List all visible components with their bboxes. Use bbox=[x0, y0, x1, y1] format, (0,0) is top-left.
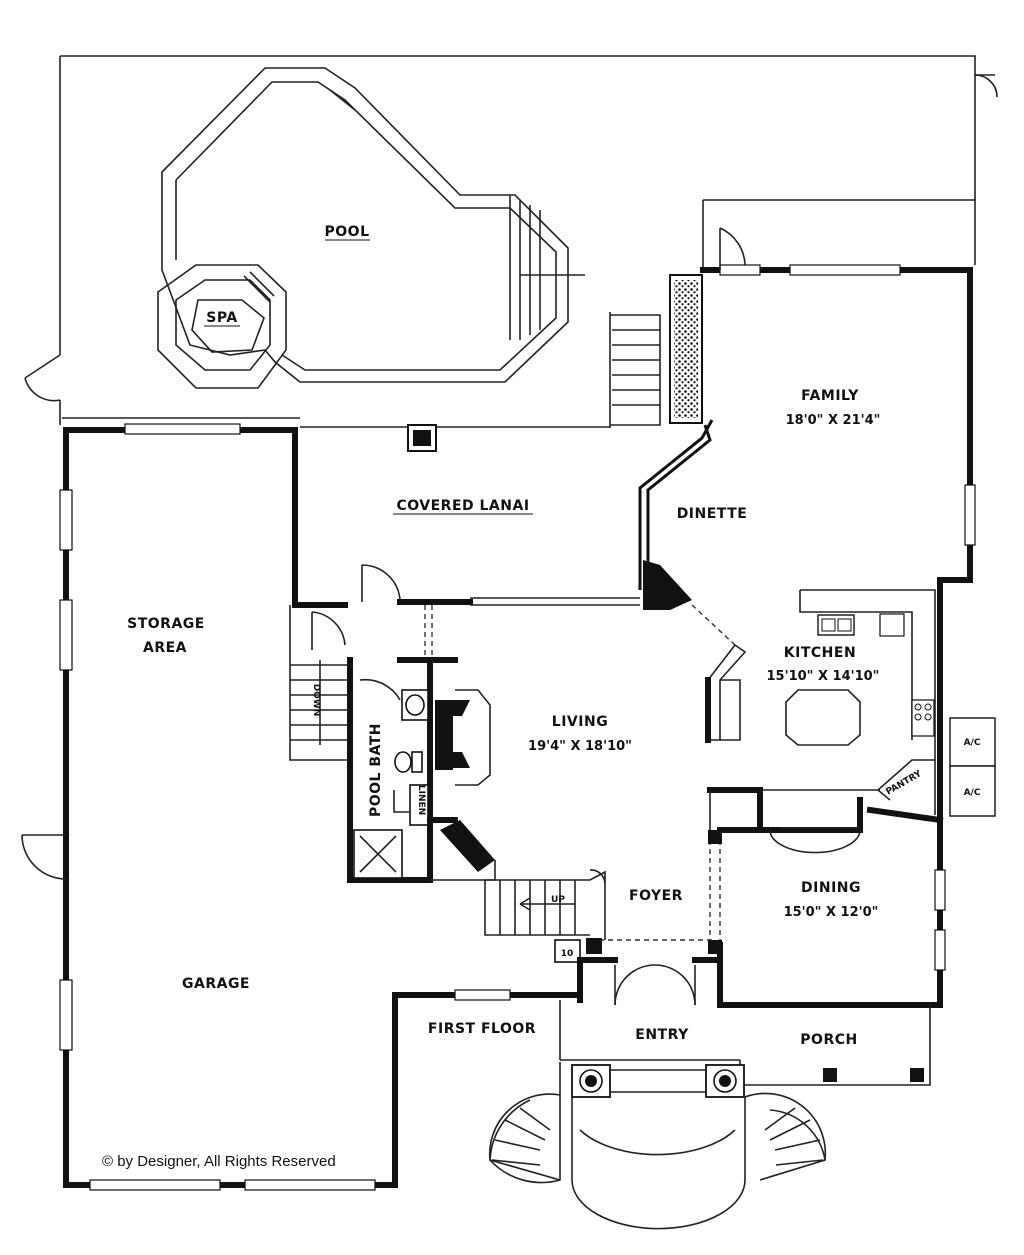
pool-bath-label: POOL BATH bbox=[368, 723, 384, 817]
foyer-label: FOYER bbox=[629, 888, 683, 904]
ac-label-2: A/C bbox=[964, 788, 981, 798]
family-dimensions: 18'0" X 21'4" bbox=[786, 413, 881, 428]
dining bbox=[708, 827, 861, 954]
fireplace bbox=[427, 689, 496, 881]
storage-label-line1: STORAGE bbox=[127, 616, 205, 632]
ac-label-1: A/C bbox=[964, 738, 981, 748]
ac-units bbox=[949, 717, 996, 817]
planter bbox=[669, 274, 703, 424]
dining-label: DINING bbox=[801, 880, 861, 896]
entry-porch bbox=[488, 957, 931, 1230]
dinette-label: DINETTE bbox=[677, 506, 748, 522]
pool-label: POOL bbox=[325, 224, 370, 240]
covered-lanai-label: COVERED LANAI bbox=[396, 498, 529, 514]
stairs-down bbox=[289, 605, 350, 761]
foyer-closet bbox=[554, 938, 602, 963]
living-label: LIVING bbox=[552, 714, 608, 730]
garage-side-door bbox=[21, 834, 67, 880]
yard-fence bbox=[24, 55, 998, 425]
up-label: UP bbox=[551, 895, 565, 905]
stairs-up bbox=[484, 869, 715, 941]
exterior-walls bbox=[63, 267, 973, 1188]
lanai-door bbox=[361, 564, 401, 602]
kitchen-label: KITCHEN bbox=[784, 645, 856, 661]
pool-bath bbox=[347, 657, 458, 883]
first-floor-label: FIRST FLOOR bbox=[428, 1021, 536, 1037]
family-label: FAMILY bbox=[801, 388, 859, 404]
linen-label: LINEN bbox=[416, 785, 426, 815]
pantry-label: PANTRY bbox=[884, 769, 924, 798]
storage-label-line2: AREA bbox=[143, 640, 187, 656]
garage-windows bbox=[59, 264, 976, 1191]
lanai-steps bbox=[609, 312, 661, 428]
copyright-notice: © by Designer, All Rights Reserved bbox=[102, 1153, 336, 1170]
family-door bbox=[719, 227, 746, 270]
porch-label: PORCH bbox=[800, 1032, 857, 1048]
living-dimensions: 19'4" X 18'10" bbox=[528, 739, 632, 754]
entry-label: ENTRY bbox=[635, 1027, 689, 1043]
pool bbox=[157, 67, 585, 389]
down-label: DOWN bbox=[311, 684, 321, 717]
kitchen-dimensions: 15'10" X 14'10" bbox=[767, 669, 880, 684]
kitchen-divider bbox=[643, 560, 747, 743]
kitchen bbox=[707, 589, 944, 833]
dining-dimensions: 15'0" X 12'0" bbox=[784, 905, 879, 920]
garage-label: GARAGE bbox=[182, 976, 250, 992]
closet-code: 10 bbox=[561, 949, 574, 959]
spa-label: SPA bbox=[206, 310, 237, 326]
